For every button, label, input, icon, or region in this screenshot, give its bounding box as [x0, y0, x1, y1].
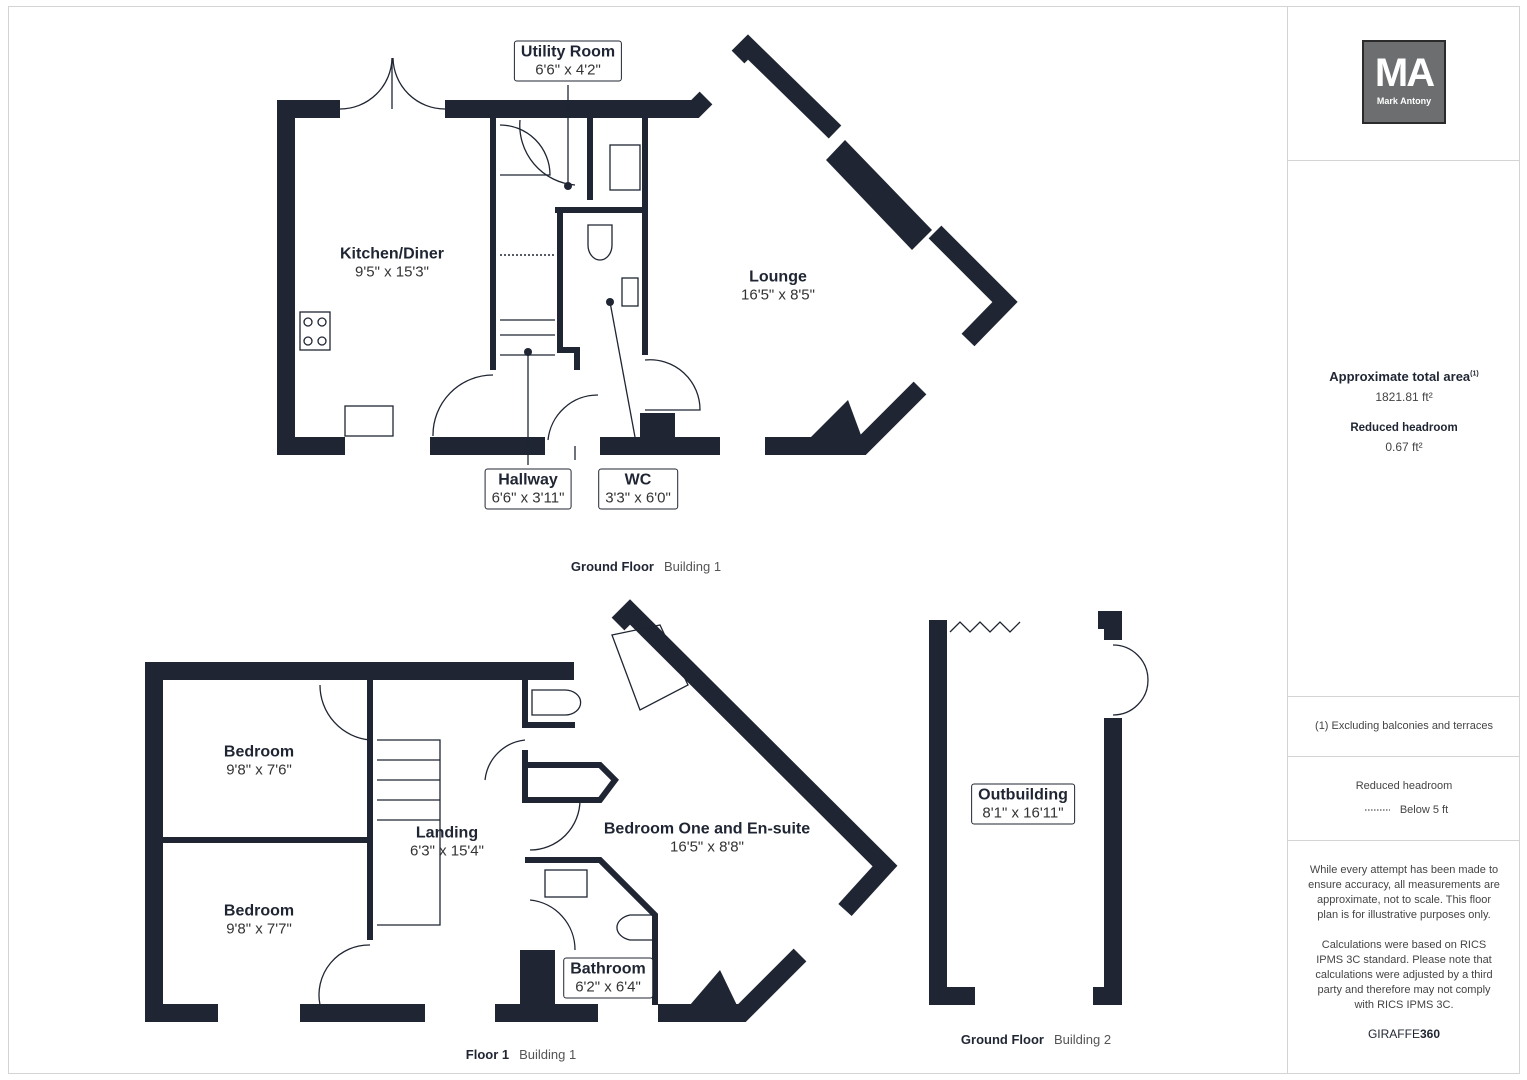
disclaimer-text: While every attempt has been made to ens… — [1308, 864, 1500, 921]
logo-letters: MA — [1374, 51, 1435, 95]
footnote-section: (1) Excluding balconies and terraces — [1288, 696, 1520, 757]
page-frame — [8, 6, 1520, 1074]
brand-logo: MA Mark Antony — [1362, 40, 1446, 124]
building-name: Building 2 — [1053, 1032, 1112, 1047]
wall — [1093, 718, 1122, 1005]
room-dims: 6'6" x 4'2" — [535, 61, 601, 79]
wall — [611, 599, 898, 917]
reduced-headroom-value: 0.67 ft² — [1385, 440, 1423, 454]
room-dims: 16'5" x 8'8" — [670, 838, 744, 856]
room-dims: 6'2" x 6'4" — [575, 978, 641, 996]
room-dims: 16'5" x 8'5" — [741, 286, 815, 304]
area-section: Approximate total area(1) 1821.81 ft² Re… — [1288, 160, 1520, 697]
reduced-headroom-label: Reduced headroom — [1350, 422, 1458, 434]
total-area-value: 1821.81 ft² — [1375, 390, 1433, 404]
giraffe360-brand: GIRAFFE360 — [1367, 1027, 1441, 1041]
room-name: Kitchen/Diner — [339, 245, 445, 263]
building-name: Building 1 — [663, 559, 722, 574]
wall — [928, 225, 1018, 347]
footnote: (1) Excluding balconies and terraces — [1315, 720, 1493, 732]
room-dims: 9'5" x 15'3" — [355, 263, 429, 281]
building-name: Building 1 — [519, 1047, 577, 1062]
room-name: Bedroom One and En-suite — [603, 820, 811, 838]
wall — [1098, 611, 1122, 640]
floor-caption: Ground Floor Building 1 — [571, 559, 721, 574]
floor-caption: Floor 1 Building 1 — [466, 1047, 576, 1062]
total-area-label: Approximate total area(1) — [1329, 369, 1479, 384]
wall — [145, 662, 574, 1022]
room-dims: 9'8" x 7'6" — [226, 761, 292, 779]
room-name: Bathroom — [570, 960, 646, 978]
wall — [277, 100, 345, 455]
disclaimer-text: Calculations were based on RICS IPMS 3C … — [1315, 939, 1493, 1011]
wall — [658, 948, 807, 1022]
room-name: Outbuilding — [978, 786, 1068, 804]
floor-name: Ground Floor — [960, 1032, 1044, 1047]
floor-name: Floor 1 — [465, 1047, 510, 1062]
legend-section: Reduced headroom Below 5 ft — [1288, 756, 1520, 841]
logo-name: Mark Antony — [1376, 96, 1432, 106]
room-name: WC — [624, 471, 652, 489]
wall — [445, 91, 713, 118]
wall — [731, 34, 842, 139]
room-name: Bedroom — [223, 902, 295, 920]
room-name: Landing — [415, 824, 479, 842]
disclaimer-section: While every attempt has been made to ens… — [1288, 840, 1520, 1074]
room-dims: 8'1" x 16'11" — [982, 804, 1064, 822]
room-dims: 6'6" x 3'11" — [491, 489, 565, 507]
wall — [765, 381, 927, 455]
room-name: Bedroom — [223, 743, 295, 761]
room-name: Hallway — [498, 471, 558, 489]
room-dims: 3'3" x 6'0" — [605, 489, 671, 507]
info-sidebar: MA Mark Antony Approximate total area(1)… — [1287, 6, 1520, 1074]
floor-name: Ground Floor — [570, 559, 654, 574]
legend-item: Below 5 ft — [1399, 804, 1449, 816]
room-dims: 6'3" x 15'4" — [410, 842, 484, 860]
room-name: Lounge — [749, 268, 807, 286]
legend-title: Reduced headroom — [1355, 780, 1453, 792]
room-name: Utility Room — [520, 43, 616, 61]
wall — [929, 620, 975, 1005]
floor-caption: Ground Floor Building 2 — [961, 1032, 1111, 1047]
room-dims: 9'8" x 7'7" — [226, 920, 292, 938]
